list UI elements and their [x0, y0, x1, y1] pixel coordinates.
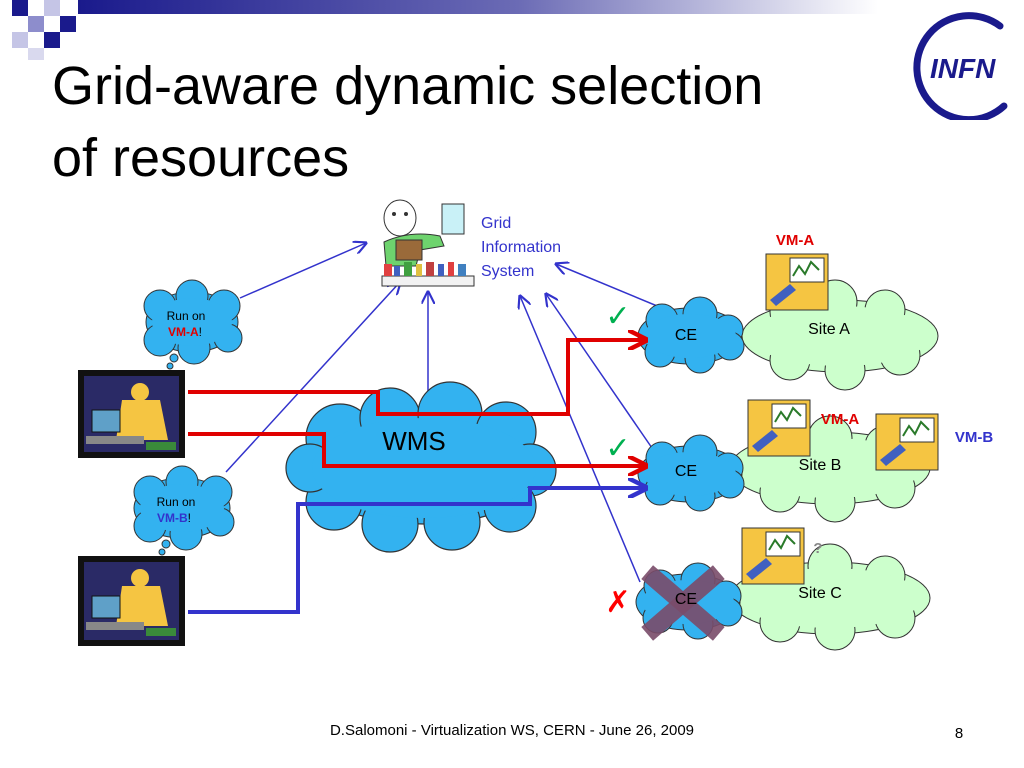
bubble-a-line-1: Run on	[167, 309, 206, 323]
site-c-label: Site C	[798, 585, 842, 602]
unknown-vm-label: ?	[813, 540, 822, 557]
bubble-vm-b	[133, 465, 235, 556]
wms-label: WMS	[382, 426, 446, 456]
user-b-icon	[78, 556, 185, 646]
arrow-ce-a-to-gis	[556, 264, 663, 309]
bubble-a-line-2: VM-A!	[168, 325, 202, 339]
bubble-b-suffix: !	[188, 511, 191, 525]
footer-text: D.Salomoni - Virtualization WS, CERN - J…	[329, 722, 695, 739]
gis-figure-icon	[381, 199, 475, 287]
route-user-b-to-ce-b	[188, 488, 644, 614]
gis-label-line-2: Information	[481, 239, 561, 256]
check-ce-b: ✓	[605, 432, 630, 465]
gis-label: Grid Information System	[481, 215, 561, 280]
ce-c-cross-out	[641, 565, 725, 641]
title-line-1: Grid-aware dynamic selection	[52, 56, 764, 116]
logo-ring	[913, 12, 1008, 120]
header-band	[12, 0, 878, 60]
arrow-ce-b-to-gis	[546, 294, 653, 449]
ce-b-label: CE	[675, 463, 697, 480]
bubble-b-line-2: VM-B!	[157, 511, 191, 525]
bubble-b-vm: VM-B	[157, 511, 188, 525]
gis-connectors	[225, 243, 663, 583]
bubble-b-line-1: Run on	[157, 495, 196, 509]
ce-b-cloud	[637, 434, 745, 512]
user-a-icon	[78, 370, 185, 458]
gis-label-line-3: System	[481, 263, 534, 280]
ce-c-label: CE	[675, 591, 697, 608]
bubble-a-vm: VM-A	[168, 325, 199, 339]
title-line-2: of resources	[52, 128, 350, 188]
vm-a-label-site-b: VM-A	[821, 411, 859, 428]
vm-b-site-b-icon	[875, 413, 939, 471]
site-a-label: Site A	[808, 321, 850, 338]
cross-ce-c: ✗	[605, 586, 630, 619]
vm-unknown-site-c-icon	[741, 527, 805, 585]
vm-a-routes	[188, 340, 644, 466]
vm-a-label-site-a: VM-A	[776, 232, 814, 249]
logo-text: INFN	[930, 53, 996, 84]
vm-b-label-site-b: VM-B	[955, 429, 993, 446]
vm-a-site-a-icon	[765, 253, 829, 311]
ce-a-label: CE	[675, 327, 697, 344]
vm-a-site-b-icon	[747, 399, 811, 457]
page-number: 8	[954, 725, 964, 742]
arrow-ce-c-to-gis	[520, 296, 641, 583]
slide-title: Grid-aware dynamic selection of resource…	[52, 50, 892, 194]
bubble-a-suffix: !	[199, 325, 202, 339]
arrow-user-b-to-gis	[225, 282, 400, 473]
site-a-cloud	[741, 279, 939, 391]
ce-a-cloud	[637, 296, 745, 374]
check-ce-a: ✓	[605, 300, 630, 333]
bubble-vm-a	[143, 279, 243, 370]
infn-logo: INFN	[913, 12, 1008, 120]
arrow-user-a-to-gis	[239, 243, 366, 299]
route-user-a-to-ce-a	[188, 340, 644, 416]
gis-label-line-1: Grid	[481, 215, 511, 232]
route-user-a-to-ce-b	[188, 432, 644, 466]
site-b-label: Site B	[799, 457, 842, 474]
